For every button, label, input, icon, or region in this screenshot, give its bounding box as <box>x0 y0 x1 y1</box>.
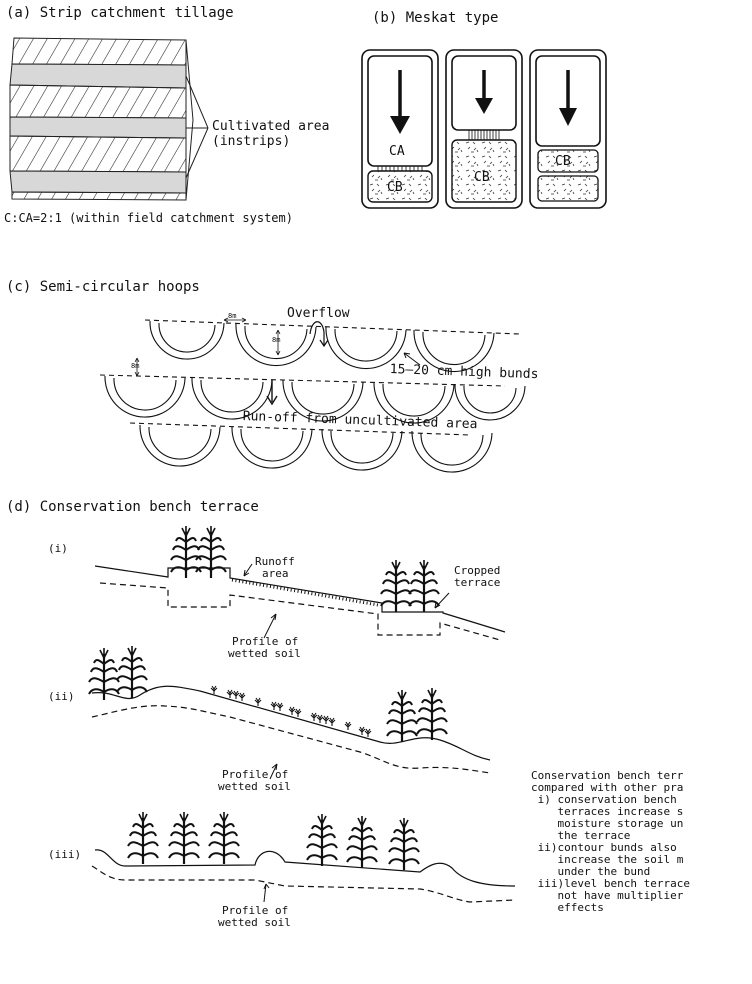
sprouts-ii <box>210 685 372 738</box>
comparison-note: Conservation bench terr compared with ot… <box>531 770 752 914</box>
terrace-iii-drawing <box>91 849 516 903</box>
note-line: i) conservation bench <box>531 793 677 806</box>
note-line: compared with other pra <box>531 781 684 794</box>
crop-plant-icon <box>415 686 449 742</box>
meskat-unit-1 <box>361 49 439 209</box>
note-line: effects <box>531 901 604 914</box>
crop-plant-icon <box>167 810 201 866</box>
strip-catchment-drawing <box>9 37 209 201</box>
note-line: moisture storage un <box>531 817 684 830</box>
crop-plant-icon <box>345 814 379 870</box>
dim-8m-label: 8m <box>272 336 281 344</box>
panel-b-title: (b) Meskat type <box>372 10 499 26</box>
note-line: increase the soil m <box>531 853 684 866</box>
profile-wetted-soil-label: Profile of <box>222 904 289 917</box>
note-line: Conservation bench terr <box>531 770 684 782</box>
subpanel-iii-tag: (iii) <box>48 848 82 861</box>
note-line: not have multiplier <box>531 889 684 902</box>
dim-8m-label: 8m <box>131 362 140 370</box>
panel-a-title: (a) Strip catchment tillage <box>6 5 234 21</box>
subpanel-ii-tag: (ii) <box>48 690 75 703</box>
note-line: the terrace <box>531 829 631 842</box>
subpanel-i-tag: (i) <box>48 542 68 555</box>
profile-wetted-soil-label: wetted soil <box>228 647 301 660</box>
crop-plant-icon <box>115 644 149 700</box>
runoff-area-label: Runoff <box>255 555 295 568</box>
note-line: under the bund <box>531 865 651 878</box>
panel-c-title: (c) Semi-circular hoops <box>6 279 200 295</box>
cropped-terrace-label: Cropped <box>454 564 501 577</box>
note-line: ii)contour bunds also <box>531 841 677 854</box>
cb-label: CB <box>474 170 490 185</box>
crop-plant-icon <box>379 558 413 614</box>
ratio-label: C:CA=2:1 (within field catchment system) <box>4 211 293 225</box>
instrips-label: (instrips) <box>212 134 291 149</box>
profile-wetted-soil-label: Profile of <box>222 768 289 781</box>
cb-label: CB <box>387 180 403 195</box>
profile-wetted-soil-label: wetted soil <box>218 916 291 929</box>
profile-wetted-soil-label: wetted soil <box>218 780 291 793</box>
crop-plant-icon <box>305 812 339 868</box>
crop-plant-icon <box>87 646 121 702</box>
crop-plant-icon <box>126 810 160 866</box>
crop-plant-icon <box>385 688 419 744</box>
profile-wetted-soil-label: Profile of <box>232 635 299 648</box>
ca-label: CA <box>389 144 405 159</box>
crop-plant-icon <box>207 810 241 866</box>
meskat-unit-3 <box>529 49 607 209</box>
cropped-terrace-label: terrace <box>454 576 501 589</box>
meskat-unit-2 <box>445 49 523 209</box>
crop-plant-icon <box>407 558 441 614</box>
note-line: iii)level bench terrace <box>531 877 690 890</box>
hoops-drawing <box>99 317 526 473</box>
terrace-i-drawing <box>94 563 506 641</box>
cultivated-area-label: Cultivated area <box>212 119 330 134</box>
cb-label: CB <box>555 154 571 169</box>
panel-d-title: (d) Conservation bench terrace <box>6 499 259 515</box>
runoff-area-label: area <box>262 567 289 580</box>
terrace-ii-drawing <box>91 685 491 780</box>
dim-8m-label: 8m <box>228 312 237 320</box>
overflow-label: Overflow <box>287 306 350 321</box>
crop-plant-icon <box>387 816 421 872</box>
note-line: terraces increase s <box>531 805 684 818</box>
